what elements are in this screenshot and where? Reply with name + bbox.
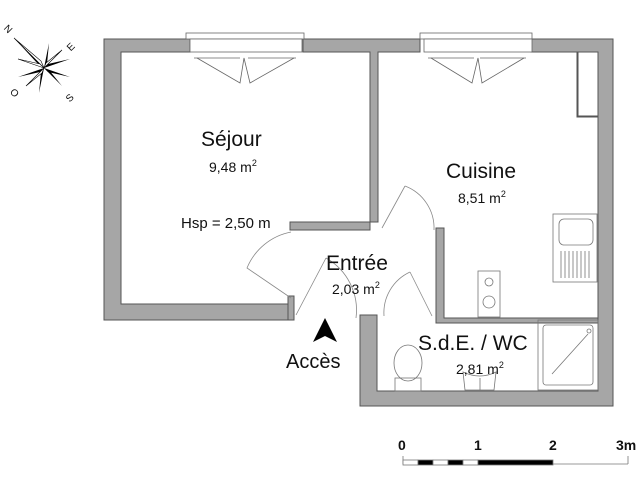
scale-tick-3: 3m: [616, 437, 637, 453]
window-sejour: [185, 32, 305, 84]
bathroom-fixtures: [393, 319, 599, 392]
room-area-entree: 2,03 m2: [332, 280, 380, 297]
scale-tick-0: 0: [398, 437, 406, 453]
room-name-entree: Entrée: [326, 252, 388, 275]
scale-tick-1: 1: [474, 437, 482, 453]
compass-rose-icon: [13, 37, 70, 93]
scale-bar: [402, 456, 629, 466]
room-name-sejour: Séjour: [201, 128, 262, 151]
ceiling-height: Hsp = 2,50 m: [181, 215, 271, 232]
room-name-cuisine: Cuisine: [446, 160, 517, 183]
room-area-sejour: 9,48 m2: [209, 158, 257, 175]
sink-drainer: [560, 251, 590, 278]
access-label: Accès: [286, 351, 341, 373]
scale-tick-2: 2: [549, 437, 557, 453]
room-name-sde: S.d.E. / WC: [418, 332, 528, 355]
kitchen-fixtures: [477, 213, 598, 318]
arrow-up-icon: [313, 318, 337, 342]
room-area-cuisine: 8,51 m2: [458, 189, 506, 206]
doors: [246, 185, 435, 319]
window-cuisine: [419, 32, 533, 84]
room-area-sde: 2,81 m2: [456, 360, 504, 377]
